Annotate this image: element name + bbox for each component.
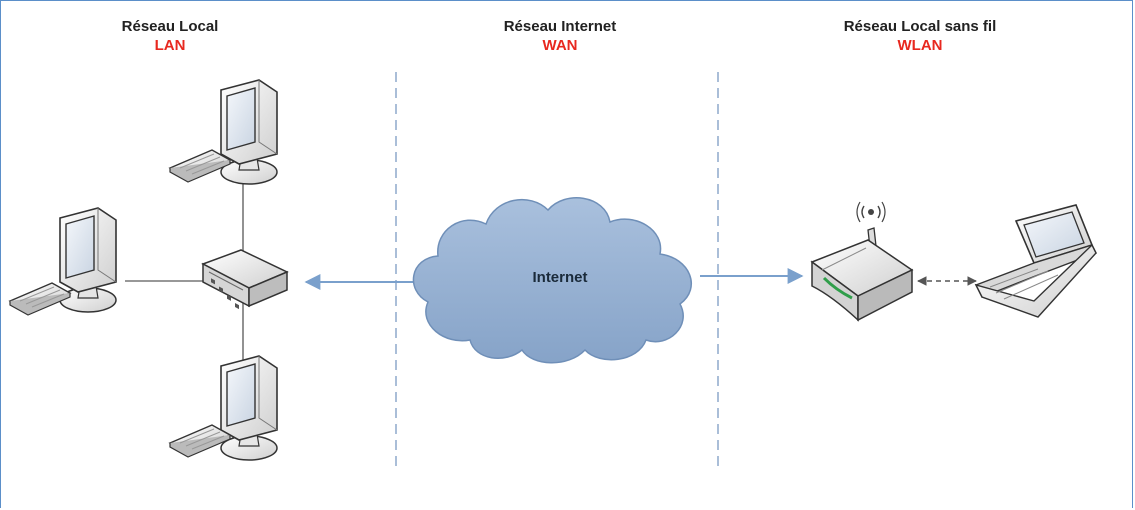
section-abbr-lan: LAN <box>154 37 186 54</box>
section-title-wlan: Réseau Local sans fil <box>843 18 997 35</box>
keyboard-icon <box>169 149 231 183</box>
laptop-icon <box>974 204 1097 318</box>
cloud-icon <box>412 197 692 364</box>
desktop-computer-icon <box>220 355 278 461</box>
lan-computer-left <box>9 207 117 316</box>
section-label-wlan: Réseau Local sans fil WLAN <box>790 17 1050 55</box>
keyboard-icon <box>9 282 71 316</box>
lan-computer-bottom <box>169 355 278 461</box>
keyboard-icon <box>169 424 231 458</box>
network-switch-icon <box>201 249 289 310</box>
section-abbr-wan: WAN <box>542 37 578 54</box>
wireless-router-icon <box>810 201 914 322</box>
section-label-lan: Réseau Local LAN <box>60 17 280 55</box>
desktop-computer-icon <box>220 79 278 185</box>
section-title-wan: Réseau Internet <box>503 18 617 35</box>
section-abbr-wlan: WLAN <box>897 37 943 54</box>
section-label-wan: Réseau Internet WAN <box>450 17 670 55</box>
section-title-lan: Réseau Local <box>121 18 219 35</box>
lan-computer-top <box>169 79 278 185</box>
cloud-label: Internet <box>532 269 588 286</box>
